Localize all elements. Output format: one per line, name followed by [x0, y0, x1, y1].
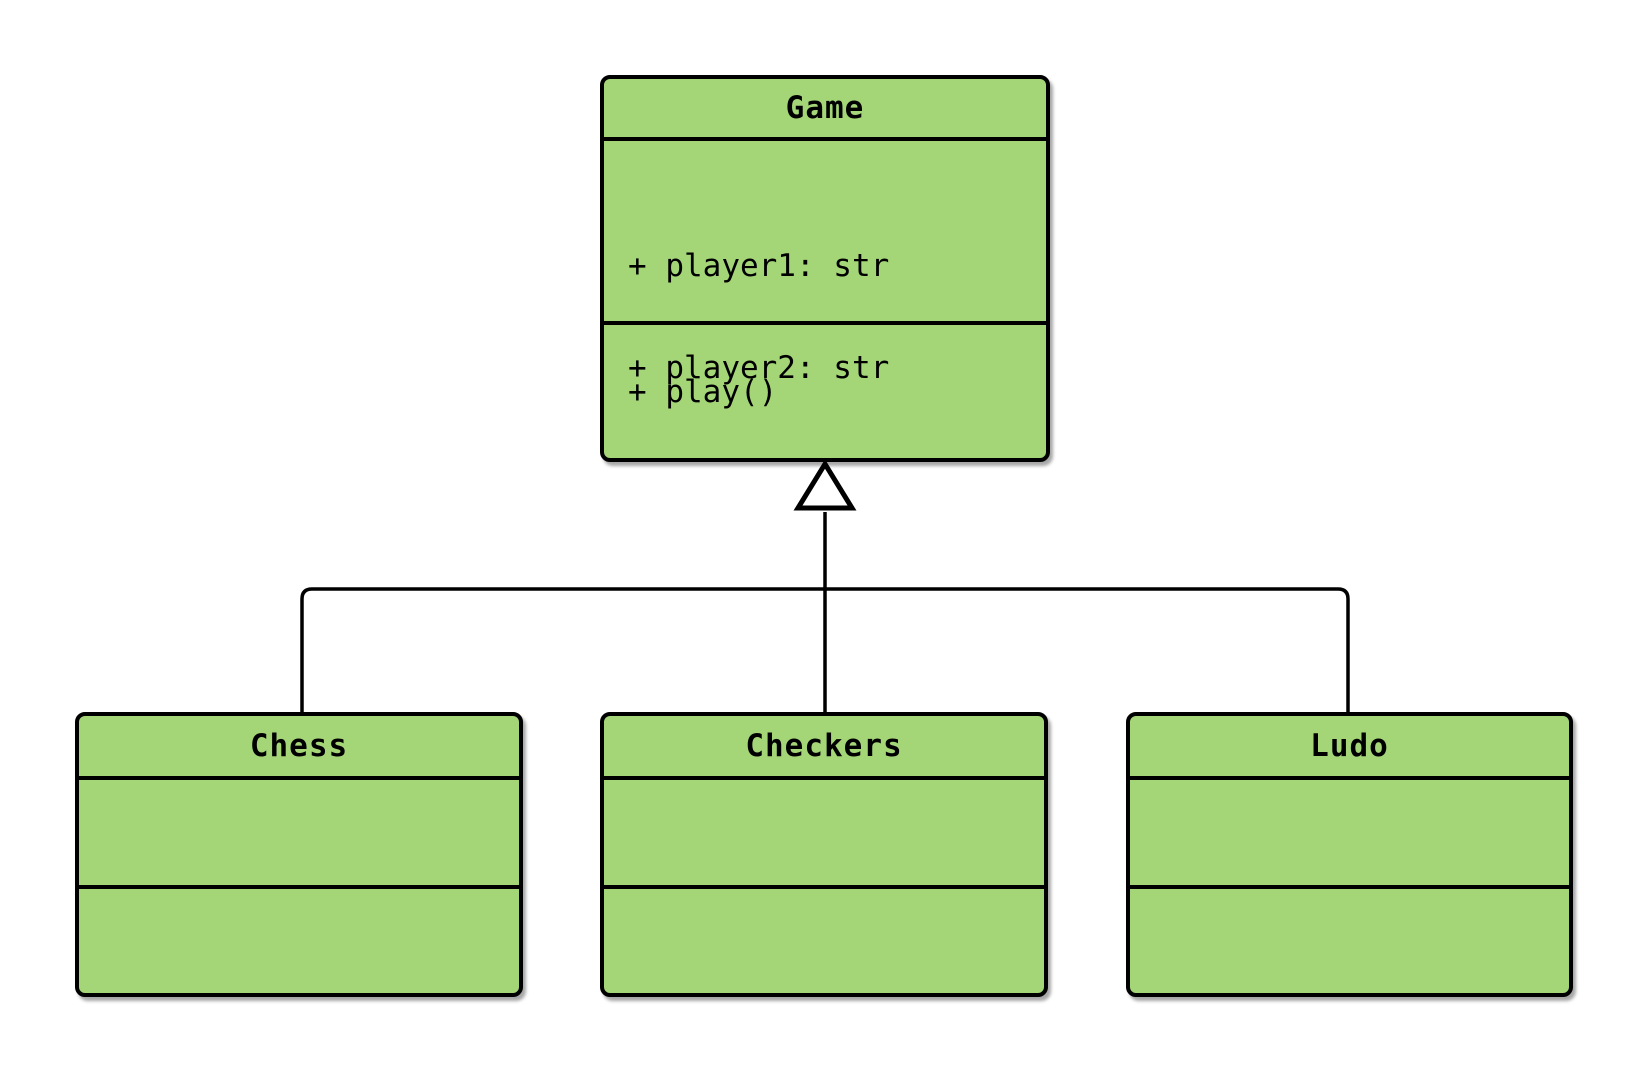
- class-title-chess: Chess: [79, 716, 519, 780]
- class-title-game: Game: [604, 79, 1046, 141]
- class-methods-checkers: [604, 889, 1044, 993]
- class-box-game: Game + player1: str + player2: str + pla…: [600, 75, 1050, 462]
- class-attributes-checkers: [604, 780, 1044, 889]
- class-attributes-ludo: [1130, 780, 1569, 889]
- class-attributes-chess: [79, 780, 519, 889]
- class-attributes-game: + player1: str + player2: str: [604, 141, 1046, 385]
- class-box-ludo: Ludo: [1126, 712, 1573, 997]
- class-methods-chess: [79, 889, 519, 993]
- class-methods-ludo: [1130, 889, 1569, 993]
- connector-ludo-to-game: [825, 587, 1350, 712]
- class-box-chess: Chess: [75, 712, 523, 997]
- attribute-line: + player1: str: [628, 248, 890, 284]
- class-title-checkers: Checkers: [604, 716, 1044, 780]
- connector-chess-to-game: [300, 587, 825, 712]
- attribute-line: + player2: str: [628, 350, 890, 386]
- class-title-ludo: Ludo: [1130, 716, 1569, 780]
- class-box-checkers: Checkers: [600, 712, 1048, 997]
- method-line: + play(): [628, 373, 778, 410]
- inheritance-triangle-icon: [793, 459, 857, 511]
- class-methods-game: + play(): [604, 321, 1046, 458]
